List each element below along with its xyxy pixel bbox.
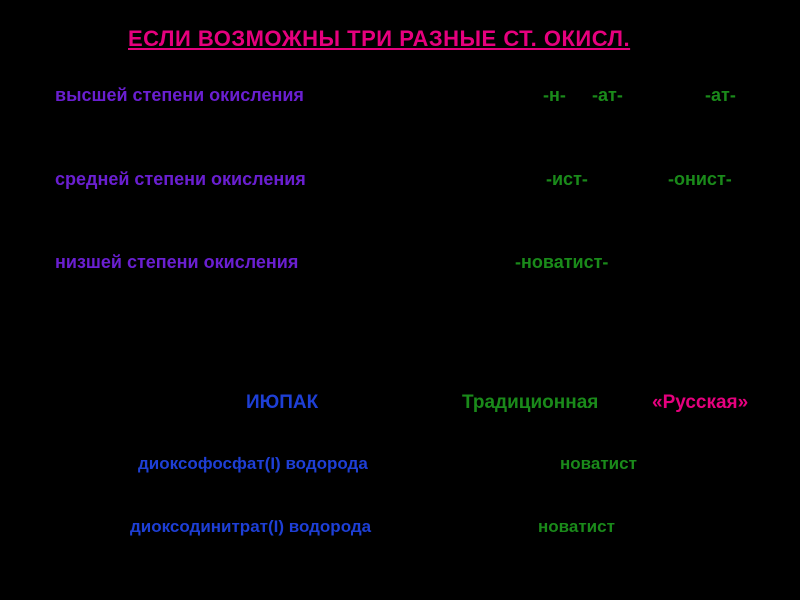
row-label-highest: высшей степени окисления: [55, 85, 304, 105]
column-head-traditional: Традиционная: [462, 392, 599, 413]
column-head-iupac: ИЮПАК: [246, 392, 319, 413]
suffix-lowest-1: -новатист-: [515, 252, 609, 272]
column-head-russian: «Русская»: [652, 392, 749, 413]
example-2-traditional: новатист: [538, 517, 615, 536]
suffix-highest-3: -ат-: [705, 85, 736, 105]
suffix-middle-2: -онист-: [668, 169, 732, 189]
slide-title: ЕСЛИ ВОЗМОЖНЫ ТРИ РАЗНЫЕ СТ. ОКИСЛ.: [128, 26, 631, 51]
example-1-traditional: новатист: [560, 454, 637, 473]
example-2-iupac: диоксодинитрат(I) водорода: [130, 517, 372, 536]
example-1-iupac: диоксофосфат(I) водорода: [138, 454, 368, 473]
suffix-middle-1: -ист-: [546, 169, 588, 189]
row-label-middle: средней степени окисления: [55, 169, 306, 189]
suffix-highest-2: -ат-: [592, 85, 623, 105]
suffix-highest-1: -н-: [543, 85, 566, 105]
row-label-lowest: низшей степени окисления: [55, 252, 299, 272]
